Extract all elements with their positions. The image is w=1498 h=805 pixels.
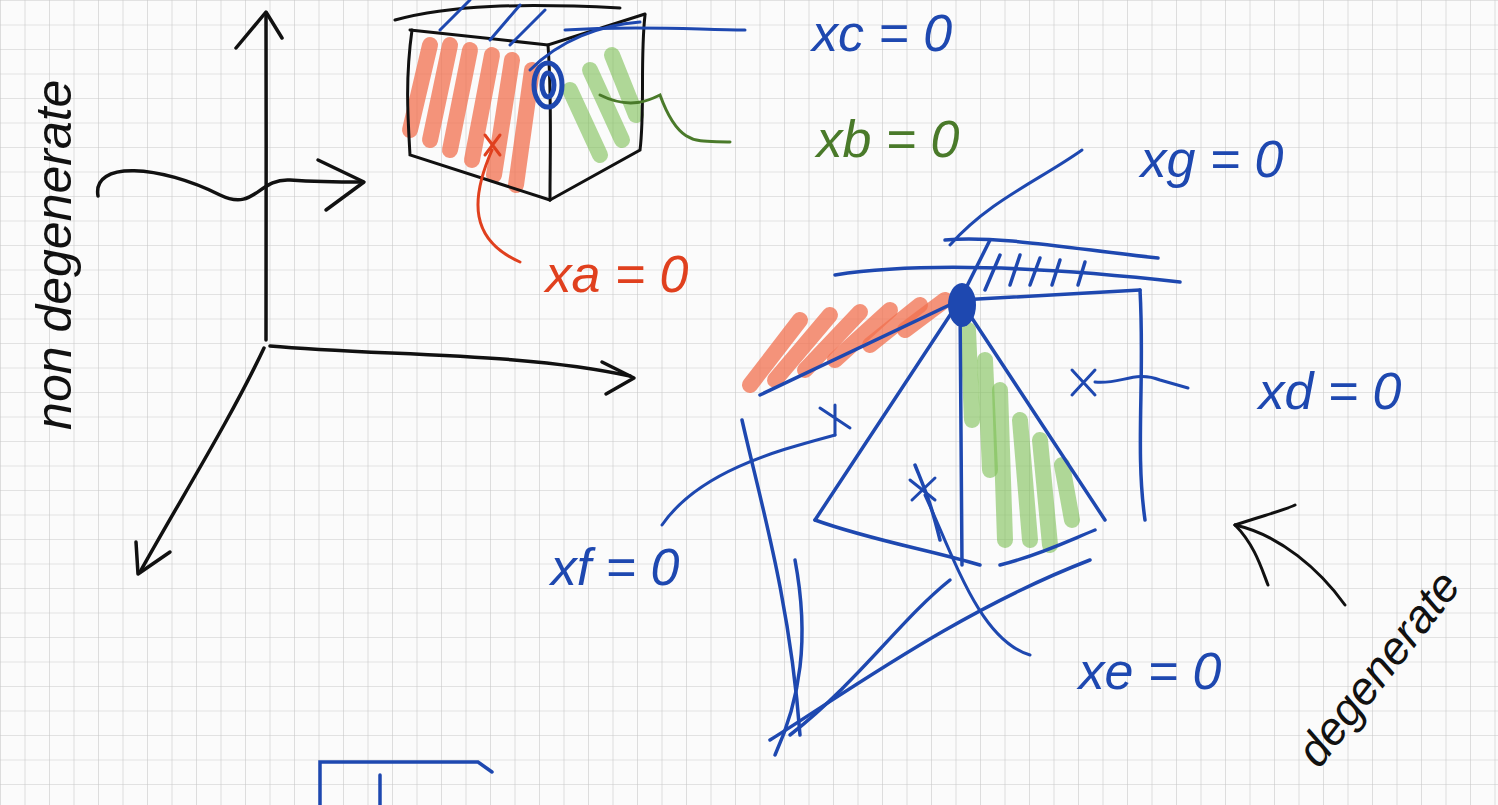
cube-vertex [534,63,562,107]
polytope-vertex [948,283,976,327]
cube-hatching [410,45,636,185]
polytope-leaders [662,150,1188,655]
bottom-sketch [320,762,492,805]
constraint-label: xd = 0 [1258,362,1401,422]
heading-note: non degenerate [26,80,84,430]
constraint-label: xa = 0 [545,245,688,305]
cube-leaders [478,95,730,262]
constraint-label: xb = 0 [816,110,959,170]
polytope-hatching [750,300,1072,545]
constraint-label: xg = 0 [1140,130,1283,190]
cube [395,6,645,200]
constraint-label: xe = 0 [1078,642,1221,702]
pointer-arrow [1235,505,1345,605]
constraint-label: xf = 0 [551,538,680,598]
cube-top-face [440,0,745,70]
constraint-label: xc = 0 [812,4,952,64]
